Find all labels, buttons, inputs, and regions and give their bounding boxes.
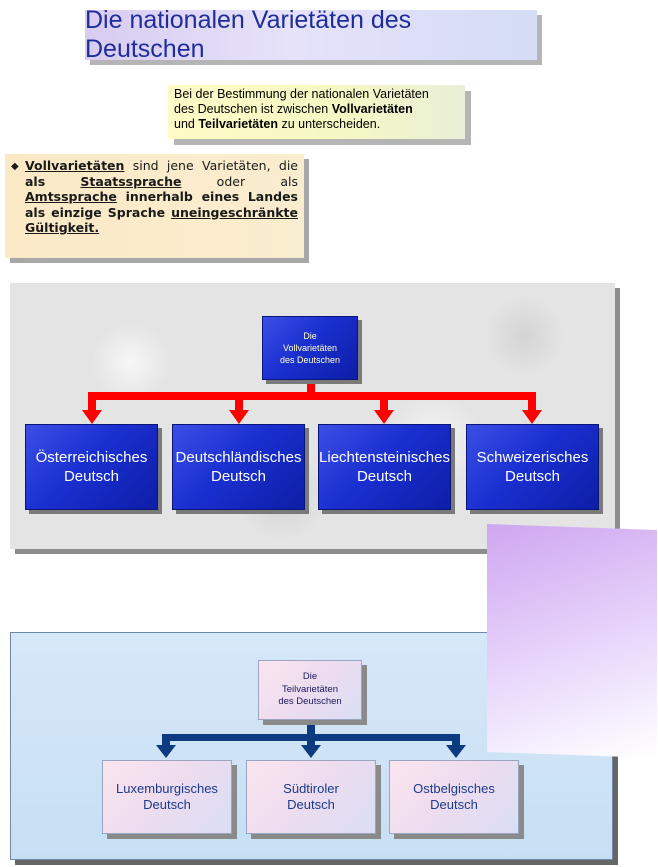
voll-connector-stem [307, 380, 315, 396]
intro-text: des Deutschen ist zwischen [174, 102, 332, 116]
teil-arrowhead-3 [446, 745, 466, 758]
node-suedtiroler-deutsch: Südtiroler Deutsch [246, 760, 376, 834]
node-liechtensteinisches-deutsch: Liechtensteinisches Deutsch [318, 424, 451, 510]
voll-connector-bar [88, 392, 536, 400]
intro-line-1: Bei der Bestimmung der nationalen Variet… [174, 87, 429, 101]
definition-staatssprache: Staatssprache [80, 173, 182, 189]
definition-text: oder als [181, 173, 298, 189]
teilvarietaeten-root-node: Die Teilvarietäten des Deutschen [258, 660, 362, 720]
voll-connector-drop-2 [235, 396, 243, 412]
intro-text: und [174, 117, 199, 131]
definition-gueltigkeit: uneingeschränkte Gültigkeit. [25, 204, 298, 236]
voll-arrowhead-2 [229, 410, 249, 424]
intro-line-2: des Deutschen ist zwischen Vollvarietäte… [174, 102, 459, 117]
voll-connector-drop-1 [88, 396, 96, 412]
definition-text-bold: innerhalb eines Landes als einzige Sprac… [25, 189, 298, 220]
intro-note: Bei der Bestimmung der nationalen Variet… [168, 85, 465, 139]
definition-box: ◆ Vollvarietäten sind jene Varietäten, d… [5, 154, 304, 258]
node-ostbelgisches-deutsch: Ostbelgisches Deutsch [389, 760, 519, 834]
voll-connector-drop-4 [528, 396, 536, 412]
vollvarietaeten-root-node: Die Vollvarietäten des Deutschen [262, 316, 358, 380]
intro-text: zu unterscheiden. [278, 117, 381, 131]
teil-connector-stem [307, 720, 315, 738]
definition-amtssprache: Amtssprache [25, 189, 117, 204]
node-schweizerisches-deutsch: Schweizerisches Deutsch [466, 424, 599, 510]
intro-line-3: und Teilvarietäten zu unterscheiden. [174, 117, 459, 132]
node-deutschlaendisches-deutsch: Deutschländisches Deutsch [172, 424, 305, 510]
definition-als: als [25, 173, 46, 189]
intro-term-teil: Teilvarietäten [198, 117, 279, 131]
diamond-bullet-icon: ◆ [11, 161, 19, 172]
voll-arrowhead-1 [82, 410, 102, 424]
voll-arrowhead-3 [374, 410, 394, 424]
teil-connector-drop-1 [162, 737, 170, 746]
teil-arrowhead-2 [301, 745, 321, 758]
intro-term-voll: Vollvarietäten [331, 102, 413, 116]
node-luxemburgisches-deutsch: Luxemburgisches Deutsch [102, 760, 232, 834]
voll-connector-drop-3 [380, 396, 388, 412]
voll-arrowhead-4 [522, 410, 542, 424]
node-oesterreichisches-deutsch: Österreichisches Deutsch [25, 424, 158, 510]
page-title: Die nationalen Varietäten des Deutschen [85, 6, 537, 63]
teil-connector-drop-2 [307, 737, 315, 746]
definition-text: sind jene Varietäten, die [124, 158, 298, 173]
teil-connector-drop-3 [452, 737, 460, 746]
definition-term: Vollvarietäten [25, 158, 125, 173]
teil-arrowhead-1 [156, 745, 176, 758]
